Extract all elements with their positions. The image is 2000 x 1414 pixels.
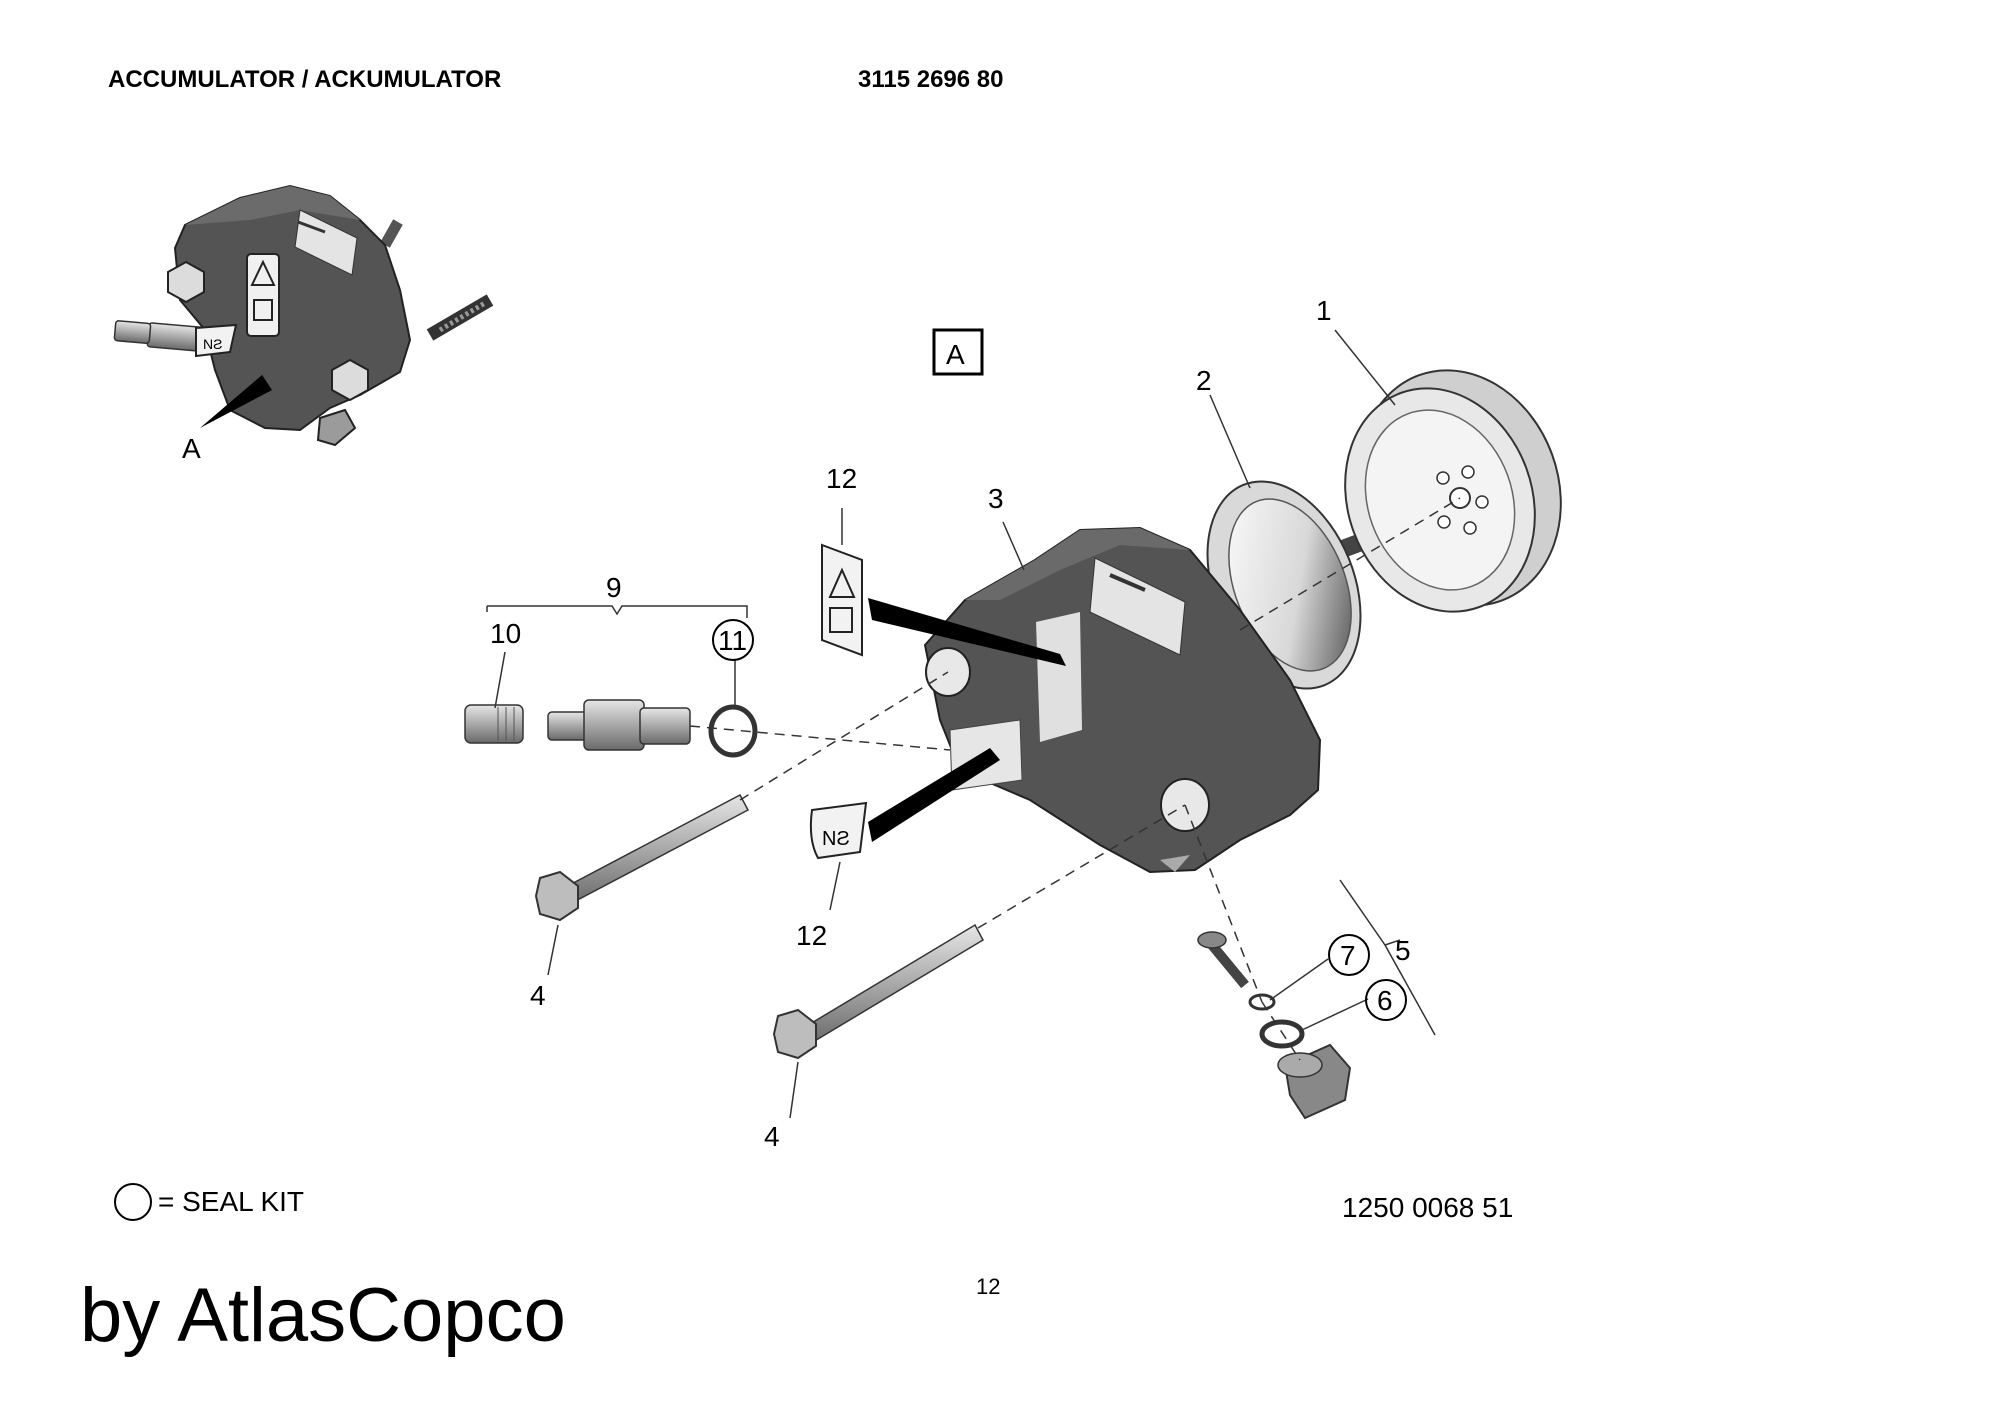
callout-5: 5 xyxy=(1395,935,1411,966)
part-12-sticker: NƧ xyxy=(809,748,1000,860)
view-label-box xyxy=(932,328,984,376)
seal-kit-circle-7 xyxy=(1328,934,1370,976)
part-4-bolt-upper xyxy=(534,793,750,922)
sticker-text: NƧ xyxy=(822,828,850,850)
page-title: ACCUMULATOR / ACKUMULATOR xyxy=(108,66,502,93)
overview-sticker-text: NƧ xyxy=(203,336,222,352)
assembly-lines xyxy=(689,497,1461,1061)
view-label: A xyxy=(946,339,965,370)
part-11-oring xyxy=(708,704,758,758)
brand-text: by AtlasCopco xyxy=(80,1273,566,1358)
overview-pointer-label: A xyxy=(182,433,201,464)
seal-kit-circle-icon xyxy=(114,1183,152,1221)
part-number: 3115 2696 80 xyxy=(858,66,1004,93)
part-4-bolt-lower xyxy=(772,923,984,1060)
callout-2: 2 xyxy=(1196,365,1212,396)
callout-1: 1 xyxy=(1316,295,1332,326)
callout-10: 10 xyxy=(490,618,521,649)
callout-9: 9 xyxy=(606,572,622,603)
part-7-small-oring xyxy=(1248,993,1276,1011)
callout-7: 7 xyxy=(1340,940,1356,971)
seal-kit-circle-11 xyxy=(712,619,754,661)
overview-accumulator: NƧ A xyxy=(113,184,494,464)
callout-12-lower: 12 xyxy=(796,920,827,951)
drawing-number: 1250 0068 51 xyxy=(1342,1192,1514,1223)
part-1-cover xyxy=(1336,369,1562,613)
part-6-washer xyxy=(1259,1019,1305,1049)
part-9-valve xyxy=(547,699,691,751)
callout-12-upper: 12 xyxy=(826,463,857,494)
callout-4-lower: 4 xyxy=(764,1121,780,1152)
part-5-charging-valve xyxy=(1197,931,1352,1120)
overview-pointer-arrow xyxy=(200,375,272,428)
part-12-warning-decal xyxy=(821,543,1066,666)
part-3-housing xyxy=(923,526,1322,874)
seal-kit-circle-6 xyxy=(1365,979,1407,1021)
part-10-cap xyxy=(464,704,524,744)
callout-11: 11 xyxy=(718,625,747,656)
page-number: 12 xyxy=(976,1274,1001,1299)
callout-3: 3 xyxy=(988,483,1004,514)
callout-4-upper: 4 xyxy=(530,980,546,1011)
seal-kit-legend-text: = SEAL KIT xyxy=(158,1186,305,1217)
callout-6: 6 xyxy=(1377,985,1393,1016)
seal-kit-legend: = SEAL KIT xyxy=(114,1183,304,1221)
leader-lines xyxy=(486,329,1436,1119)
